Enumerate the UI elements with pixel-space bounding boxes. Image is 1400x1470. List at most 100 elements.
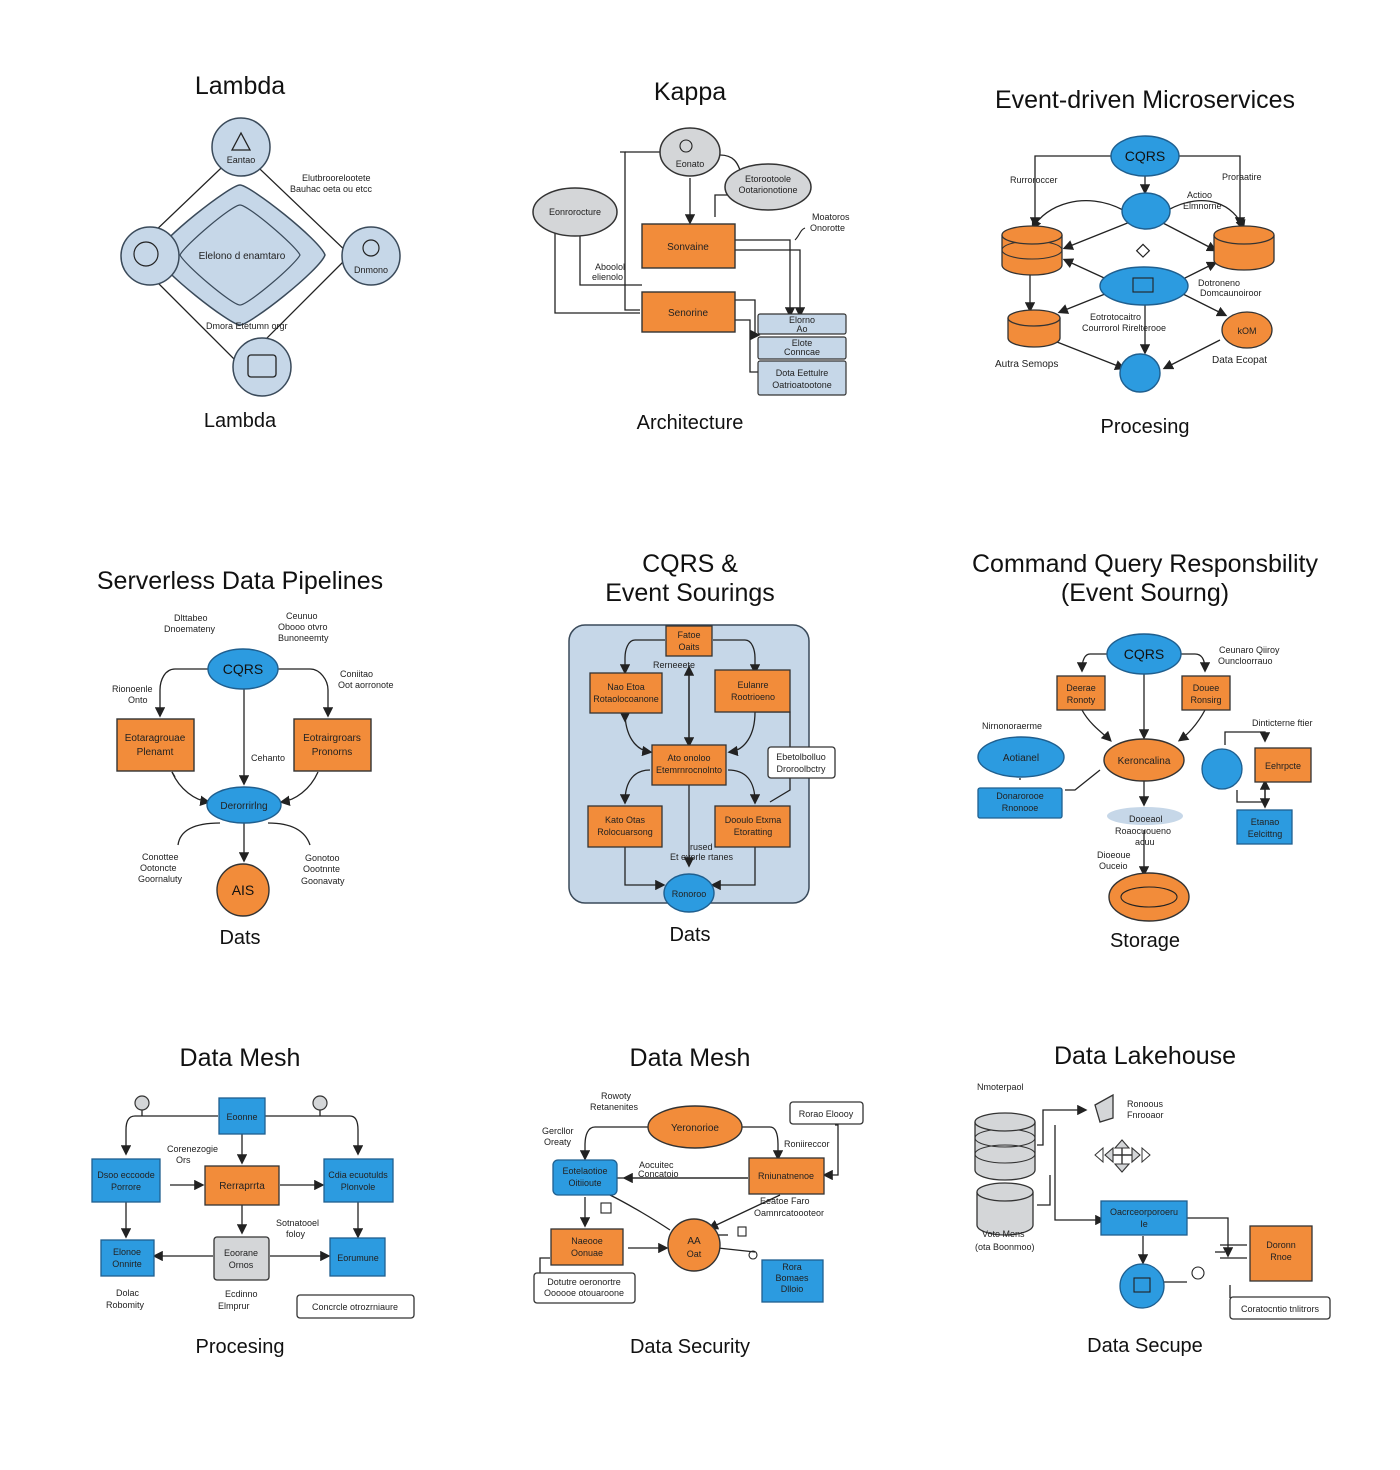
side-box xyxy=(767,746,836,779)
center-diamond xyxy=(154,184,326,326)
box-rb xyxy=(761,1259,824,1303)
note-1b: Dnoemateny xyxy=(164,624,216,634)
note-1: Dotroneno xyxy=(1198,278,1240,288)
panel-title: Data Mesh xyxy=(629,1044,751,1072)
node-mid xyxy=(206,786,282,824)
box-ll xyxy=(550,1228,624,1266)
box-right-label-2: Plonvole xyxy=(341,1182,376,1192)
side-box-label-2: Droroolbctry xyxy=(776,764,826,774)
note-2b: Ouncloorrauo xyxy=(1218,656,1273,666)
box-right-label-b: Pronorns xyxy=(312,747,353,758)
box-top-label-1: Fatoe xyxy=(677,630,700,640)
note-3: Dinticterne ftier xyxy=(1252,718,1313,728)
box-1-label: Sonvaine xyxy=(667,242,709,253)
box-lb-label-2: Rnonooe xyxy=(1002,803,1039,813)
panel-caption: Procesing xyxy=(1100,416,1190,438)
note-2a: Gercllor xyxy=(542,1126,574,1136)
node-cqrs-label: CQRS xyxy=(1124,646,1164,662)
box-right-label-2: Rnoe xyxy=(1270,1252,1292,1262)
box-right xyxy=(1249,1225,1313,1282)
node-left xyxy=(532,187,618,237)
note-3: Aboolol xyxy=(595,262,625,272)
box-2-label: Senorine xyxy=(668,308,708,319)
person-icon xyxy=(133,241,159,267)
gear-icon xyxy=(679,139,693,153)
store-2 xyxy=(757,336,847,360)
note-6b: Ootoncte xyxy=(140,863,177,873)
note-3: Eotrotocaitro xyxy=(1090,312,1141,322)
box-rb-label-1: Rora xyxy=(782,1262,802,1272)
note-3a: Voto Mens xyxy=(982,1229,1025,1239)
note-7a: Gonotoo xyxy=(305,853,340,863)
note-box xyxy=(296,1294,415,1319)
node-mid-label: Derorrirlng xyxy=(220,801,267,812)
node-center xyxy=(1103,738,1185,782)
inner-diamond xyxy=(179,204,301,306)
box-center xyxy=(1100,1200,1188,1236)
note-1b: Retanenites xyxy=(590,1102,639,1112)
note-4c: acuu xyxy=(1135,837,1155,847)
box-1 xyxy=(641,223,736,269)
box-rb-label-2: Bomaes xyxy=(775,1273,809,1283)
note-2a: Sotnatooel xyxy=(276,1218,319,1228)
node-right-label-1: Etorootoole xyxy=(745,174,791,184)
note-2c: Bunoneemty xyxy=(278,633,329,643)
panel-title-line-1: CQRS & Event Sourings xyxy=(605,550,775,607)
box-a-label-2: Rotaolocoanone xyxy=(593,694,659,704)
box-top-label-2: Oaits xyxy=(678,642,700,652)
cylinder-bottom-right: kOM xyxy=(1221,311,1273,349)
note-3b: (ota Boonmoo) xyxy=(975,1242,1035,1252)
note-7b: Oootnnte xyxy=(303,864,340,874)
node-left xyxy=(977,736,1065,778)
note-1: Elutbroorelootete xyxy=(302,173,371,183)
label-l1: Rurroroccer xyxy=(1010,175,1058,185)
store-3 xyxy=(757,360,847,396)
box-e-label-2: Etoratting xyxy=(734,827,773,837)
box-tr-label-1: Douee xyxy=(1193,683,1220,693)
panel-caption: Dats xyxy=(669,924,711,946)
box-left-label-2: Porrore xyxy=(111,1182,141,1192)
note-4b: Onto xyxy=(128,695,148,705)
store-2-label-b: Conncae xyxy=(784,347,820,357)
cylinder-bottom-right-label: kOM xyxy=(1238,326,1257,336)
node-right-label-2: Ootarionotione xyxy=(738,185,797,195)
box-br xyxy=(329,1237,386,1277)
box-rbb xyxy=(1236,809,1293,845)
box-b xyxy=(714,669,791,713)
center-label: Elelono d enamtaro xyxy=(199,251,286,262)
label-mid1b: Elmnorne xyxy=(1183,201,1222,211)
note-box-label: Coratocntio tnlitrors xyxy=(1241,1304,1320,1314)
box-right-label-a: Eotrairgroars xyxy=(303,733,361,744)
panel-data-lakehouse: Data Lakehouse xyxy=(925,1030,1365,1470)
note-1a: Rowoty xyxy=(601,1091,632,1101)
serverless-diagram: CQRS Eotaragrouae Plenamt Eotrairgroars … xyxy=(112,611,394,917)
node-top xyxy=(647,1105,743,1149)
box-left xyxy=(91,1158,161,1203)
cylinder-right xyxy=(1213,225,1275,271)
node-mid-2 xyxy=(1099,266,1189,306)
box-rbb-label-2: Eelcittng xyxy=(1248,829,1283,839)
box-rbb-label-1: Etanao xyxy=(1251,817,1280,827)
note-1: Nmoterpaol xyxy=(977,1082,1024,1092)
node-center xyxy=(667,1218,721,1272)
store-1-label-a: Elorno xyxy=(789,315,815,325)
note-4b: Roaocuoueno xyxy=(1115,826,1171,836)
note-2a: Ceunuo xyxy=(286,611,318,621)
note-2: Onorotte xyxy=(810,223,845,233)
note-2: Domcaunoiroor xyxy=(1200,288,1262,298)
note-box-label-1: Dotutre oeronortre xyxy=(547,1277,621,1287)
panel-caption: Data Secupe xyxy=(1087,1335,1203,1357)
box-right-label-1: Cdia ecuotulds xyxy=(328,1170,388,1180)
note-3b: Robomity xyxy=(106,1300,145,1310)
cqrs-es-diagram: Fatoe Oaits Nao Etoa Rotaolocoanone Eula… xyxy=(568,624,836,913)
node-storage xyxy=(1108,872,1190,922)
key-icon xyxy=(1191,1266,1205,1280)
box-a xyxy=(589,672,663,714)
box-bc-label-2: Ornos xyxy=(229,1260,254,1270)
note-5a: Dioeoue xyxy=(1097,850,1131,860)
arrow-shape xyxy=(1094,1093,1114,1123)
node-cqrs xyxy=(1110,135,1180,177)
box-bc-label-1: Eoorane xyxy=(224,1248,258,1258)
box-left xyxy=(552,1159,618,1196)
node-top-label: Yeronorioe xyxy=(671,1123,719,1134)
